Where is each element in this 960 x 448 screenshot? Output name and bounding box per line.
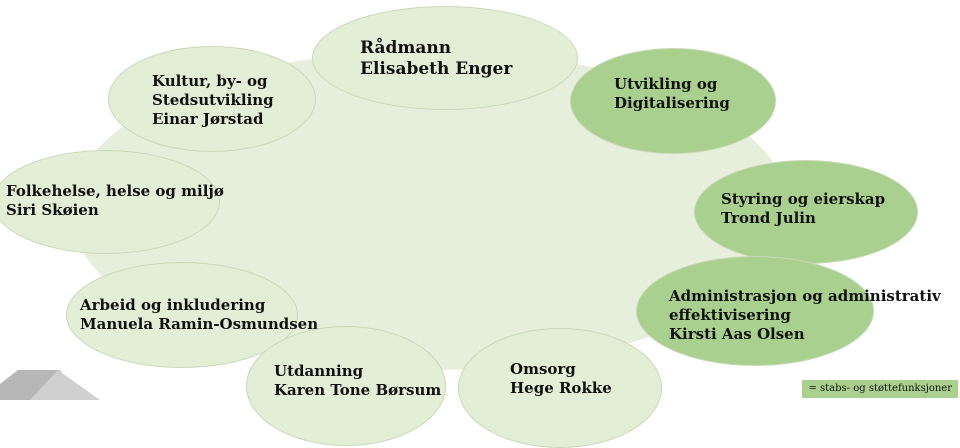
node-utvikling	[570, 48, 776, 154]
node-folkehelse	[0, 150, 220, 254]
node-kultur	[108, 46, 316, 152]
corner-decoration-shape	[0, 370, 100, 400]
node-raadmann	[312, 6, 578, 110]
node-administrasjon	[636, 256, 874, 366]
node-arbeid	[66, 262, 298, 368]
node-styring	[694, 160, 918, 264]
legend-support-functions: = stabs- og støttefunksjoner	[802, 380, 958, 398]
